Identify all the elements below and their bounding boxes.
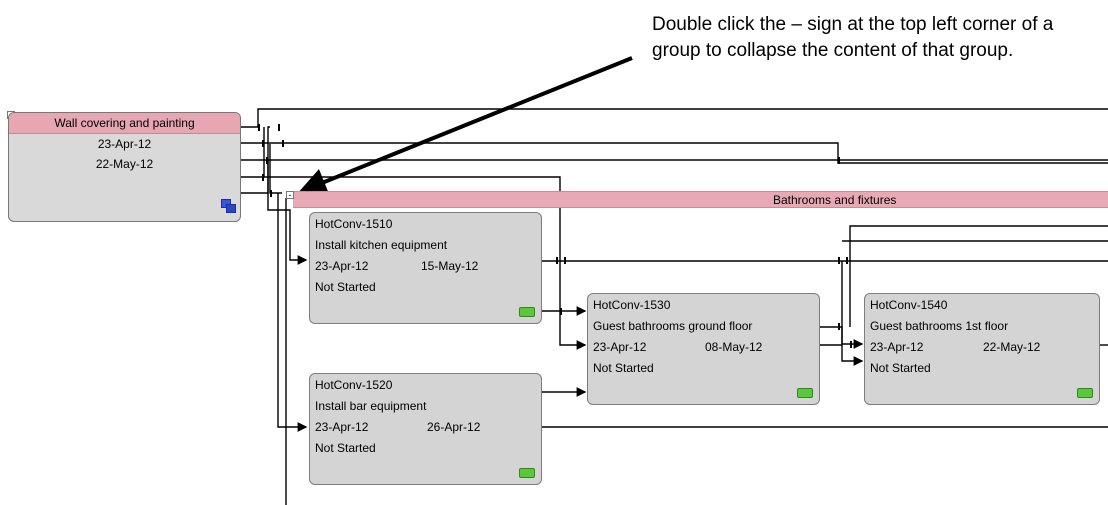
callout-arrow [298,56,633,196]
status-indicator-icon [519,307,535,317]
task-id: HotConv-1520 [315,378,393,392]
task-status: Not Started [593,361,654,375]
task-start: 23-Apr-12 [593,340,647,354]
status-indicator-icon [1077,388,1093,398]
link-summary-4 [241,176,587,350]
task-id: HotConv-1540 [870,298,948,312]
task-start: 23-Apr-12 [870,340,924,354]
task-status: Not Started [315,441,376,455]
link-right-1 [849,225,1108,327]
status-indicator-icon [519,468,535,478]
task-name: Guest bathrooms ground floor [593,319,753,333]
link-1530-1540a [820,326,864,349]
task-status: Not Started [315,280,376,294]
task-start: 23-Apr-12 [315,420,369,434]
help-callout-text: Double click the – sign at the top left … [652,14,1054,61]
summary-node-start: 23-Apr-12 [97,137,152,151]
group-title: Bathrooms and fixtures [773,193,897,207]
summary-node-wall-covering[interactable]: Wall covering and painting 23-Apr-12 22-… [8,112,241,222]
task-status: Not Started [870,361,931,375]
link-summary-2 [241,142,1108,164]
summary-node-title: Wall covering and painting [9,113,240,134]
task-finish: 22-May-12 [983,340,1041,354]
link-to-1510 [289,246,308,265]
link-to-1520 [277,193,308,432]
task-finish: 26-Apr-12 [427,420,481,434]
task-name: Install kitchen equipment [315,238,448,252]
task-finish: 15-May-12 [421,259,479,273]
link-summary-1 [241,108,1108,128]
task-node-1540[interactable]: HotConv-1540 Guest bathrooms 1st floor 2… [864,293,1100,405]
task-node-1510[interactable]: HotConv-1510 Install kitchen equipment 2… [309,212,542,324]
collapse-toggle[interactable]: - [286,191,294,200]
status-indicator-icon [797,388,813,398]
task-name: Guest bathrooms 1st floor [870,319,1009,333]
task-start: 23-Apr-12 [315,259,369,273]
task-name: Install bar equipment [315,399,427,413]
task-node-1530[interactable]: HotConv-1530 Guest bathrooms ground floo… [587,293,820,405]
task-finish: 08-May-12 [705,340,763,354]
link-1530-1540b [820,344,864,366]
task-node-1520[interactable]: HotConv-1520 Install bar equipment 23-Ap… [309,373,542,485]
group-bathrooms-and-fixtures[interactable]: Bathrooms and fixtures [293,191,1108,208]
subproject-icon[interactable] [221,199,236,213]
summary-node-finish: 22-May-12 [95,157,154,171]
task-id: HotConv-1510 [315,217,393,231]
task-id: HotConv-1530 [593,298,671,312]
